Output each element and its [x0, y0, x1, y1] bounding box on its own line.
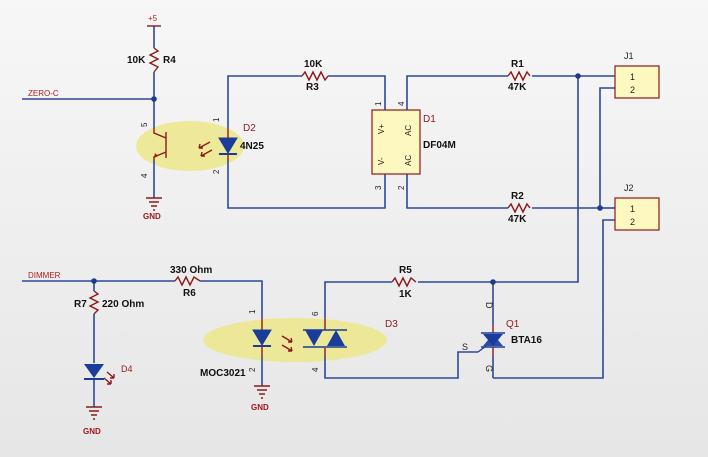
svg-text:R1: R1: [511, 59, 524, 70]
svg-text:220 Ohm: 220 Ohm: [102, 299, 144, 310]
svg-text:D3: D3: [385, 319, 398, 330]
svg-text:4N25: 4N25: [240, 141, 264, 152]
svg-text:1K: 1K: [399, 289, 413, 300]
bridge-rectifier-d1: V+ V- AC AC 1 4 3 2 D1 DF04M: [371, 101, 456, 190]
resistor-r7: R7 220 Ohm: [74, 290, 144, 315]
led-d4: D4: [84, 364, 133, 385]
svg-text:R3: R3: [306, 82, 319, 93]
svg-text:10K: 10K: [304, 59, 323, 70]
svg-text:2: 2: [630, 217, 635, 227]
ground-symbol-2: GND: [251, 385, 270, 412]
svg-text:47K: 47K: [508, 82, 527, 93]
svg-text:4: 4: [311, 367, 320, 372]
svg-text:GND: GND: [143, 212, 161, 221]
svg-text:GND: GND: [83, 427, 101, 436]
ground-symbol-3: GND: [83, 406, 102, 436]
resistor-r1: R1 47K: [507, 59, 531, 93]
svg-text:AC: AC: [404, 125, 413, 136]
svg-text:R7: R7: [74, 299, 87, 310]
svg-text:D4: D4: [121, 364, 133, 374]
net-zero-c: ZERO-C: [28, 89, 59, 98]
svg-text:1: 1: [212, 117, 221, 122]
connector-j1: J1 1 2: [614, 51, 660, 99]
junctions: [91, 73, 603, 285]
svg-text:S: S: [462, 342, 468, 352]
svg-text:1: 1: [248, 309, 257, 314]
svg-text:+5: +5: [148, 14, 158, 23]
resistor-r3: 10K R3: [301, 59, 329, 93]
svg-text:2: 2: [630, 85, 635, 95]
power-symbol: +5: [147, 14, 161, 27]
svg-text:R6: R6: [183, 288, 196, 299]
svg-text:R2: R2: [511, 191, 524, 202]
svg-text:3: 3: [374, 185, 383, 190]
svg-text:2: 2: [397, 185, 406, 190]
net-dimmer: DIMMER: [28, 271, 61, 280]
svg-text:6: 6: [311, 311, 320, 316]
svg-text:4: 4: [397, 101, 406, 106]
svg-text:1: 1: [374, 101, 383, 106]
svg-text:J1: J1: [624, 51, 634, 61]
d3-highlight: [203, 318, 387, 362]
resistor-r4: 10K R4: [127, 47, 176, 73]
connector-j2: J2 1 2: [614, 183, 660, 231]
svg-text:MOC3021: MOC3021: [200, 368, 246, 379]
svg-text:J2: J2: [624, 183, 634, 193]
svg-text:D2: D2: [243, 123, 256, 134]
svg-text:D: D: [484, 302, 494, 309]
wires: [22, 26, 615, 407]
optotriac-d3: 1 2 6 4 D3 MOC3021: [200, 309, 398, 379]
svg-text:DF04M: DF04M: [423, 140, 456, 151]
svg-text:BTA16: BTA16: [511, 335, 542, 346]
ground-symbol-1: GND: [143, 197, 162, 221]
svg-text:G: G: [484, 365, 494, 372]
svg-text:1: 1: [630, 72, 635, 82]
svg-text:Q1: Q1: [506, 319, 520, 330]
svg-text:2: 2: [212, 169, 221, 174]
svg-text:GND: GND: [251, 403, 269, 412]
svg-text:V+: V+: [377, 124, 386, 134]
optocoupler-d2: 5 4 1 2 D2 4N25: [140, 117, 264, 178]
svg-text:R4: R4: [163, 55, 176, 66]
svg-text:AC: AC: [404, 155, 413, 166]
resistor-r6: 330 Ohm R6: [170, 265, 212, 299]
svg-text:4: 4: [140, 173, 149, 178]
svg-text:330 Ohm: 330 Ohm: [170, 265, 212, 276]
svg-text:R5: R5: [399, 265, 412, 276]
svg-text:2: 2: [248, 367, 257, 372]
d2-highlight: [136, 121, 244, 171]
svg-text:D1: D1: [423, 114, 436, 125]
resistor-r5: R5 1K: [391, 265, 417, 300]
svg-text:10K: 10K: [127, 55, 146, 66]
svg-text:V-: V-: [377, 157, 386, 165]
resistor-r2: R2 47K: [507, 191, 531, 225]
triac-q1: D S G Q1 BTA16: [462, 302, 542, 372]
svg-text:1: 1: [630, 204, 635, 214]
svg-text:5: 5: [140, 122, 149, 127]
svg-text:47K: 47K: [508, 214, 527, 225]
